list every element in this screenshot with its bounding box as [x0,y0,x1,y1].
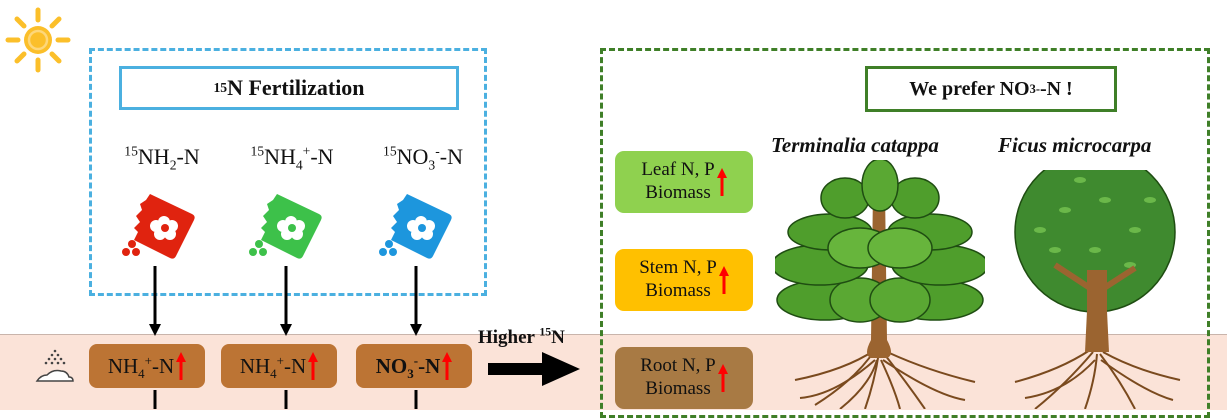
formula-tail: -N [418,353,441,378]
tree-trunk [867,190,891,358]
isotope-sup: 15 [124,143,138,159]
arrow-head-1 [149,324,161,336]
increase-arrow-icon [718,266,729,294]
fertilization-panel [89,48,487,296]
organ-line1: Stem N, P [639,257,717,279]
soil-pool-ammonium-2: NH4+-N [221,344,337,388]
soil-pool-ammonium-1: NH4+-N [89,344,205,388]
arrow-head-2 [280,324,292,336]
canopy-leaves [1034,177,1156,268]
isotope-sup: 15 [383,143,397,159]
soil-pile-icon [35,349,74,382]
isotope-sup: 15 [250,143,265,159]
fertilization-title-text: N Fertilization [227,75,365,100]
preference-main: We prefer NO [909,77,1030,100]
organ-line2: Biomass [645,378,711,399]
tree-leaves [775,160,985,323]
formula-tail: -N [439,144,463,169]
pool-formula: NH4+-N [239,352,307,381]
increase-arrow-icon [176,352,187,380]
formula-sub: 4 [138,365,145,381]
formula-charge: - [435,143,440,159]
source-label-nitrate: 15NO3--N [353,143,493,173]
formula-tail: -N [310,144,334,169]
formula-base: NO [396,144,429,169]
formula-base: NH [137,144,170,169]
increase-arrow-icon [308,352,319,380]
formula-tail: -N [284,353,307,378]
formula-base: NH [239,353,271,378]
fertilizer-bag-icon-blue [379,194,452,259]
terminalia-tree-illustration [775,160,985,409]
organ-line1: Root N, P [640,355,716,377]
formula-base: NH [107,353,139,378]
tree-roots [1014,349,1181,409]
formula-charge: - [413,352,419,368]
organ-line2: Biomass [645,280,711,301]
arrow-head-3 [410,324,422,336]
sun-icon [5,7,71,73]
formula-base: NO [375,353,408,378]
higher-15n-label: Higher 15N [478,325,565,349]
fertilizer-bag-icon-green [249,194,322,259]
formula-sub: 3 [428,157,436,173]
label-sup: 15 [539,325,552,339]
increase-arrow-icon [442,352,453,380]
formula-sub: 2 [169,157,177,173]
flow-arrows [149,266,422,409]
formula-sub: 4 [295,157,303,173]
source-label-ammonium: 15NH4+-N [222,143,362,173]
preference-tail: -N ! [1039,77,1073,100]
formula-base: NH [264,144,296,169]
formula-charge: + [144,352,153,368]
pool-formula: NO3--N [375,352,441,381]
ficus-tree-illustration [1014,170,1181,409]
formula-sub: 4 [270,365,277,381]
label-tail: N [551,327,565,348]
organ-line1: Leaf N, P [641,159,715,181]
species-label-terminalia: Terminalia catappa [771,133,939,157]
formula-charge: + [302,143,311,159]
increase-arrow-icon [716,168,727,196]
formula-tail: -N [176,144,200,169]
increase-arrow-icon [717,364,728,392]
formula-sub: 3 [407,365,414,381]
formula-charge: + [276,352,285,368]
species-label-ficus: Ficus microcarpa [998,133,1152,157]
soil-pool-nitrate: NO3--N [356,344,472,388]
pool-formula: NH4+-N [107,352,175,381]
tree-roots [794,349,976,409]
right-arrow-icon [488,352,580,386]
label-main: Higher [478,327,540,348]
formula-tail: -N [152,353,175,378]
source-label-urea: 15NH2-N [92,143,232,173]
fertilizer-bag-icon-red [122,194,195,259]
organ-line2: Biomass [645,182,711,203]
